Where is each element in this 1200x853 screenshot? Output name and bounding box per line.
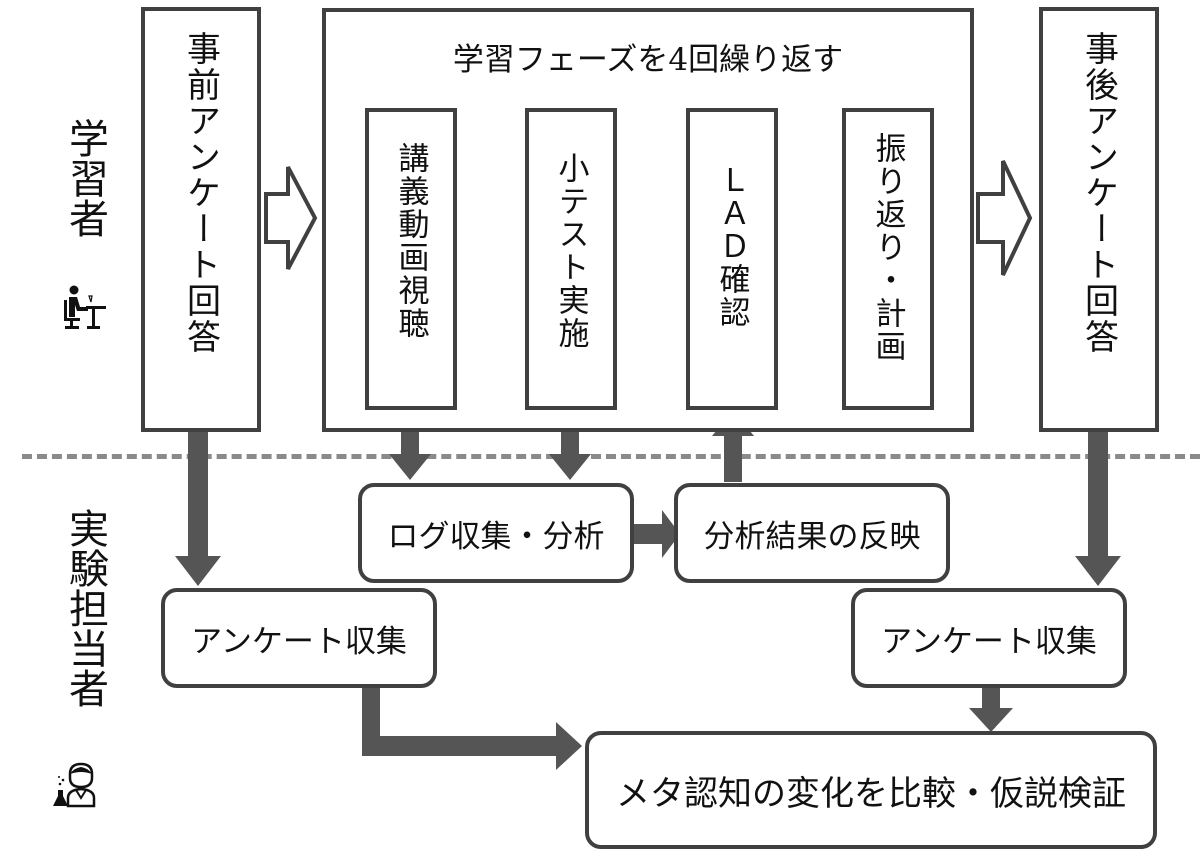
phase-step-label: 振り返り・計画 bbox=[869, 132, 906, 363]
log-analysis-box: ログ収集・分析 bbox=[358, 483, 634, 583]
post-survey-label: 事後アンケート回答 bbox=[1078, 31, 1119, 355]
comparison-box: メタ認知の変化を比較・仮説検証 bbox=[585, 731, 1157, 849]
arrow-collect-post-to-compare bbox=[969, 686, 1013, 732]
post-survey-box: 事後アンケート回答 bbox=[1039, 7, 1159, 432]
phase-group-title: 学習フェーズを4回繰り返す bbox=[452, 42, 844, 78]
arrow-log-to-feedback bbox=[630, 510, 680, 558]
lane-divider bbox=[22, 454, 1200, 459]
lane-label-learner: 学習者 bbox=[62, 118, 108, 238]
lane-label-experimenter: 実験担当者 bbox=[62, 508, 108, 708]
phase-step-quiz: 小テスト実施 bbox=[525, 108, 617, 410]
arrow-collect-to-compare bbox=[362, 686, 582, 770]
phase-step-lad: ＬＡＤ確認 bbox=[686, 108, 778, 410]
pre-survey-label: 事前アンケート回答 bbox=[180, 31, 221, 355]
pre-survey-box: 事前アンケート回答 bbox=[141, 7, 261, 432]
phase-step-lecture: 講義動画視聴 bbox=[365, 108, 457, 410]
survey-collect-pre-box: アンケート収集 bbox=[161, 588, 437, 688]
phase-step-reflection: 振り返り・計画 bbox=[842, 108, 934, 410]
survey-collect-post-box: アンケート収集 bbox=[851, 588, 1127, 688]
learner-at-desk-icon bbox=[62, 282, 108, 332]
phase-step-label: 講義動画視聴 bbox=[392, 142, 429, 340]
feedback-box: 分析結果の反映 bbox=[674, 483, 950, 583]
phase-step-label: ＬＡＤ確認 bbox=[713, 164, 750, 329]
phase-step-label: 小テスト実施 bbox=[552, 152, 589, 350]
hollow-arrow-right-icon bbox=[264, 166, 318, 270]
scientist-icon bbox=[52, 762, 102, 812]
hollow-arrow-right-icon bbox=[976, 160, 1033, 276]
